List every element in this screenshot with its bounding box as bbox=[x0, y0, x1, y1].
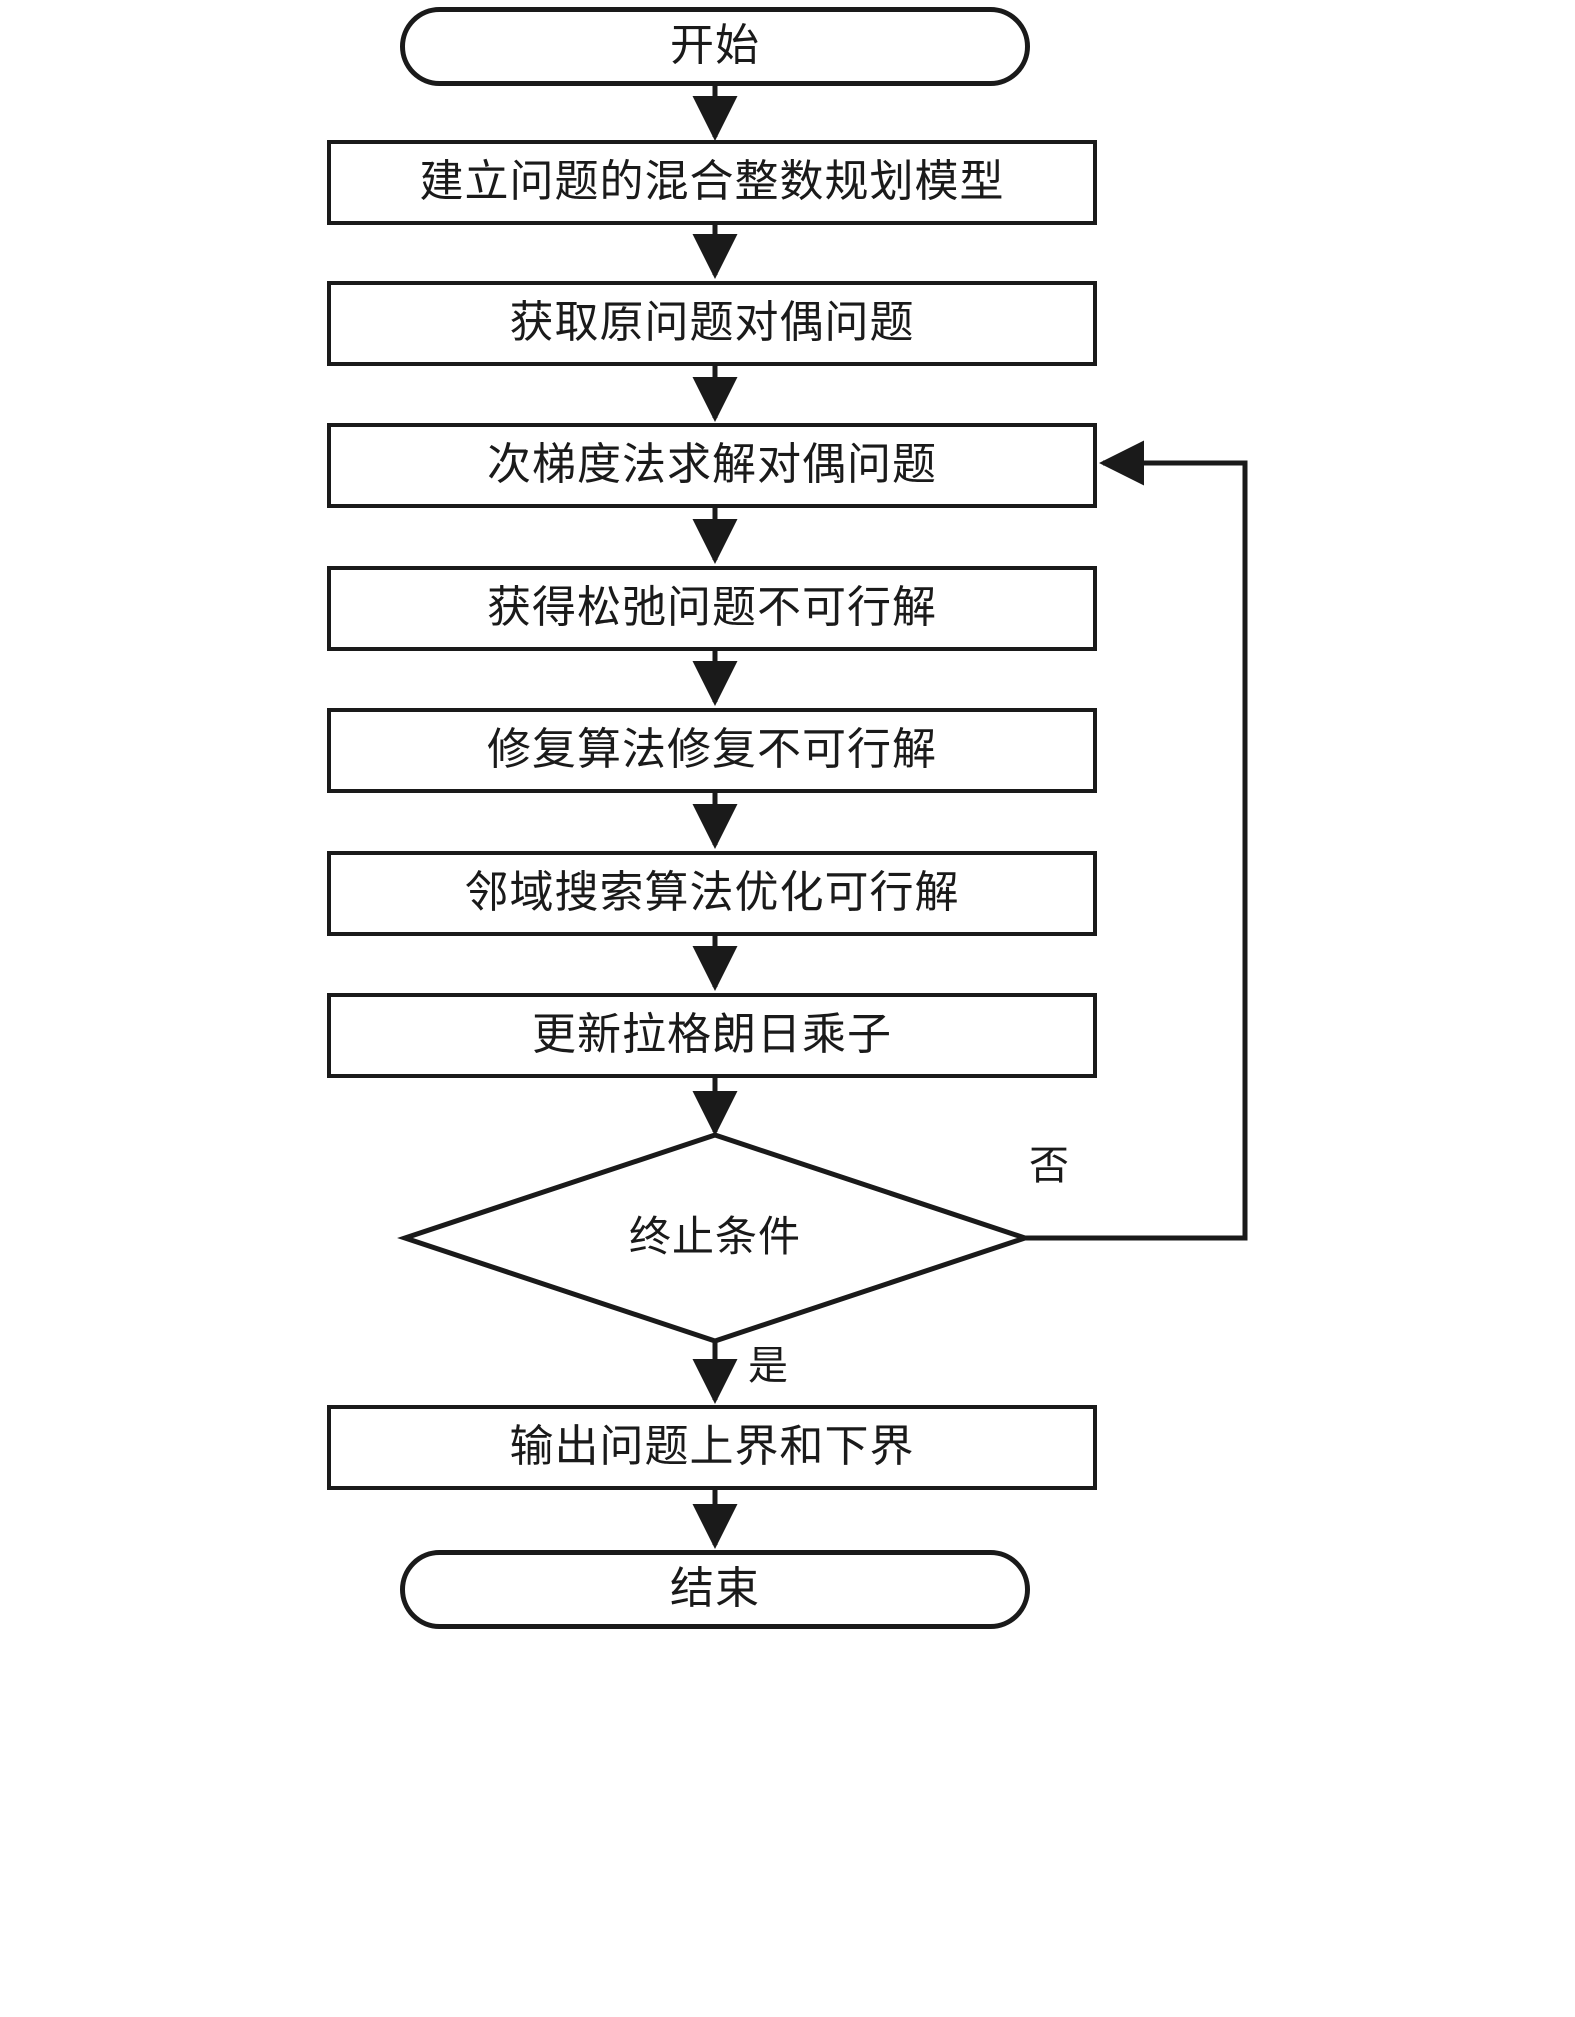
node-subgradient[interactable]: 次梯度法求解对偶问题 bbox=[327, 423, 1097, 508]
node-output[interactable]: 输出问题上界和下界 bbox=[327, 1405, 1097, 1490]
node-update-mult[interactable]: 更新拉格朗日乘子 bbox=[327, 993, 1097, 1078]
node-get-dual-label: 获取原问题对偶问题 bbox=[509, 298, 915, 348]
node-get-dual[interactable]: 获取原问题对偶问题 bbox=[327, 281, 1097, 366]
node-build-model[interactable]: 建立问题的混合整数规划模型 bbox=[327, 140, 1097, 225]
edge-label-yes: 是 bbox=[748, 1343, 788, 1388]
node-end[interactable]: 结束 bbox=[400, 1550, 1030, 1629]
node-local-search[interactable]: 邻域搜索算法优化可行解 bbox=[327, 851, 1097, 936]
node-repair-label: 修复算法修复不可行解 bbox=[487, 725, 937, 775]
node-subgradient-label: 次梯度法求解对偶问题 bbox=[487, 440, 937, 490]
node-stop-cond[interactable]: 终止条件 bbox=[405, 1135, 1025, 1341]
node-end-label: 结束 bbox=[670, 1564, 760, 1614]
node-start-label: 开始 bbox=[670, 21, 760, 71]
node-infeasible[interactable]: 获得松弛问题不可行解 bbox=[327, 566, 1097, 651]
node-stop-cond-label: 终止条件 bbox=[628, 1214, 801, 1261]
node-repair[interactable]: 修复算法修复不可行解 bbox=[327, 708, 1097, 793]
node-infeasible-label: 获得松弛问题不可行解 bbox=[487, 583, 937, 633]
node-local-search-label: 邻域搜索算法优化可行解 bbox=[464, 868, 960, 918]
node-update-mult-label: 更新拉格朗日乘子 bbox=[532, 1010, 892, 1060]
node-start[interactable]: 开始 bbox=[400, 7, 1030, 86]
edge-label-no: 否 bbox=[1029, 1143, 1069, 1188]
node-output-label: 输出问题上界和下界 bbox=[509, 1422, 915, 1472]
node-build-model-label: 建立问题的混合整数规划模型 bbox=[419, 157, 1005, 207]
